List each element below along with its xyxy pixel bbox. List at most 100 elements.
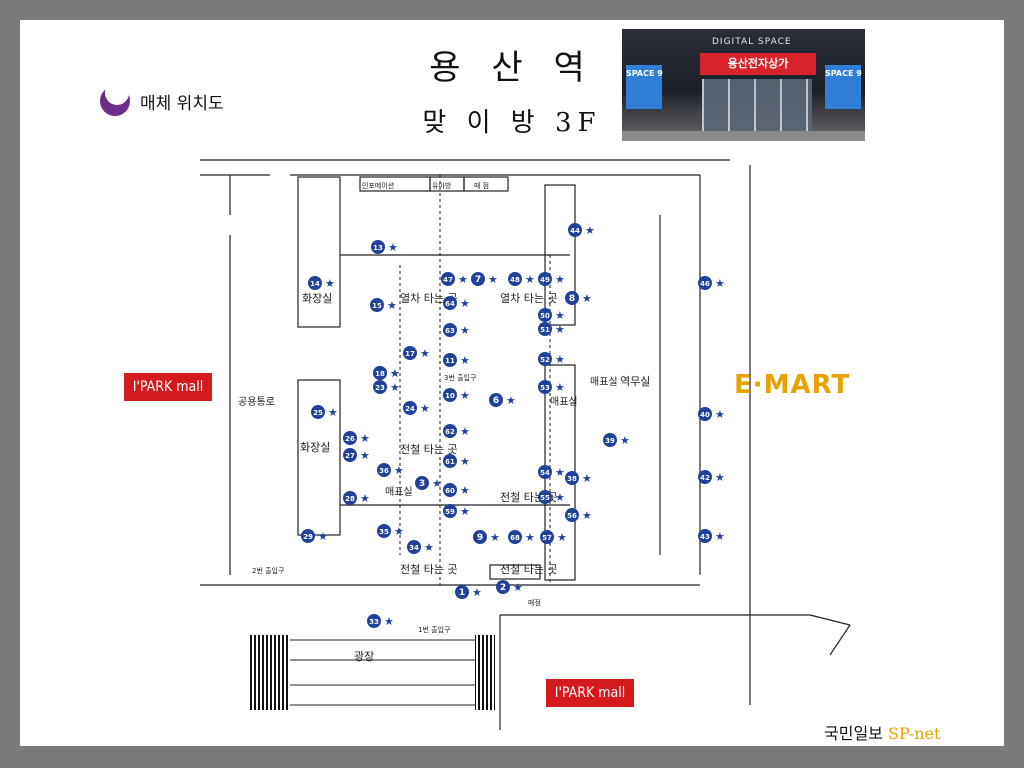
media-marker-63: 63★ xyxy=(443,323,470,337)
star-icon: ★ xyxy=(394,525,404,538)
photo-doors xyxy=(702,79,812,131)
media-marker-label: 61 xyxy=(445,458,455,466)
star-icon: ★ xyxy=(555,323,565,336)
label-station-office: 역무실 xyxy=(620,375,650,388)
star-icon: ★ xyxy=(394,464,404,477)
label-restroom-2: 화장실 xyxy=(300,441,330,454)
legend: 매체 위치도 xyxy=(100,81,224,116)
media-marker-7: 7★ xyxy=(471,272,498,286)
star-icon: ★ xyxy=(460,455,470,468)
map-walls xyxy=(200,159,851,730)
media-marker-label: 42 xyxy=(700,474,710,482)
media-marker-6: 6★ xyxy=(489,393,516,407)
photo-sign-top: DIGITAL SPACE xyxy=(712,37,792,47)
media-marker-29: 29★ xyxy=(301,529,328,543)
label-ticket-1: 매표실 xyxy=(385,486,413,498)
media-marker-40: 40 ★ xyxy=(698,407,725,421)
label-shop-top: 매 점 xyxy=(474,182,489,190)
map-guides xyxy=(399,175,551,585)
media-marker-15: 15 ★ xyxy=(370,298,397,312)
media-marker-3: 3★ xyxy=(415,476,442,490)
media-marker-label: 47 xyxy=(443,276,453,284)
media-marker-38: 38★ xyxy=(565,471,592,485)
label-subway-board-3: 전철 타는 곳 xyxy=(400,563,458,576)
slide-canvas: 용 산 역 맞 이 방 3F 매체 위치도 DIGITAL SPACE 용산전자… xyxy=(20,20,1004,746)
star-icon: ★ xyxy=(555,466,565,479)
star-icon: ★ xyxy=(525,273,535,286)
media-marker-label: 46 xyxy=(700,280,710,288)
star-icon: ★ xyxy=(715,277,725,290)
star-icon: ★ xyxy=(472,586,482,599)
media-marker-label: 56 xyxy=(567,512,577,520)
media-marker-label: 24 xyxy=(405,405,415,413)
star-icon: ★ xyxy=(420,402,430,415)
media-marker-label: 57 xyxy=(542,534,552,542)
photo-floor xyxy=(622,131,865,141)
entrance-photo: DIGITAL SPACE 용산전자상가 SPACE 9 SPACE 9 xyxy=(622,29,865,141)
media-marker-label: 59 xyxy=(445,508,455,516)
page-subtitle: 맞 이 방 3F xyxy=(422,108,602,138)
star-icon: ★ xyxy=(460,324,470,337)
media-marker-64: 64 ★ xyxy=(443,296,470,310)
star-icon: ★ xyxy=(460,484,470,497)
media-marker-label: 15 xyxy=(372,302,382,310)
media-marker-label: 50 xyxy=(540,312,550,320)
star-icon: ★ xyxy=(488,273,498,286)
media-marker-51: 51★ xyxy=(538,322,565,336)
media-marker-34: 34★ xyxy=(407,540,434,554)
media-marker-50: 50 ★ xyxy=(538,308,565,322)
label-exit-1: 1번 출입구 xyxy=(418,625,451,634)
media-marker-label: 40 xyxy=(700,411,710,419)
photo-side-sign-right: SPACE 9 xyxy=(825,65,862,109)
star-icon: ★ xyxy=(360,449,370,462)
media-marker-label: 27 xyxy=(345,452,355,460)
media-marker-54: 54★ xyxy=(538,465,565,479)
media-marker-label: 10 xyxy=(445,392,455,400)
credit-name: 국민일보 xyxy=(824,724,883,743)
media-marker-label: 18 xyxy=(375,370,385,378)
label-subway-board-1: 전철 타는 곳 xyxy=(400,443,458,456)
media-marker-9: 9★ xyxy=(473,530,500,544)
ipark-mall-logo-bottom: I'PARK mall xyxy=(546,679,634,707)
star-icon: ★ xyxy=(555,309,565,322)
media-marker-36: 36★ xyxy=(377,463,404,477)
media-marker-43: 43★ xyxy=(698,529,725,543)
media-marker-39: 39★ xyxy=(603,433,630,447)
media-marker-label: 13 xyxy=(373,244,383,252)
media-marker-27: 27 ★ xyxy=(343,448,370,462)
media-marker-label: 33 xyxy=(369,618,379,626)
media-marker-47: 47 ★ xyxy=(441,272,468,286)
credit: 국민일보 SP-net xyxy=(824,720,940,744)
media-marker-25: 25★ xyxy=(311,405,338,419)
star-icon: ★ xyxy=(387,299,397,312)
credit-brand: SP-net xyxy=(887,724,941,743)
media-marker-1: 1★ xyxy=(455,585,482,599)
media-marker-52: 52★ xyxy=(538,352,565,366)
media-marker-label: 8 xyxy=(569,294,575,304)
media-marker-label: 64 xyxy=(445,300,455,308)
star-icon: ★ xyxy=(582,292,592,305)
star-icon: ★ xyxy=(555,491,565,504)
media-marker-label: 29 xyxy=(303,533,313,541)
media-marker-label: 38 xyxy=(567,475,577,483)
media-marker-42: 42 ★ xyxy=(698,470,725,484)
media-marker-label: 17 xyxy=(405,350,415,358)
star-icon: ★ xyxy=(715,471,725,484)
star-icon: ★ xyxy=(460,297,470,310)
media-marker-10: 10★ xyxy=(443,388,470,402)
star-icon: ★ xyxy=(328,406,338,419)
media-marker-label: 60 xyxy=(445,487,455,495)
emart-logo: E·MART xyxy=(734,370,851,400)
star-icon: ★ xyxy=(557,531,567,544)
media-marker-61: 61 ★ xyxy=(443,454,470,468)
media-marker-24: 24 ★ xyxy=(403,401,430,415)
media-marker-14: 14★ xyxy=(308,276,335,290)
media-marker-60: 60 ★ xyxy=(443,483,470,497)
label-restroom-1: 화장실 xyxy=(302,292,332,305)
media-markers: 1★2★3★6★7★8★9★10★11★13★14★15★16★17★18★23… xyxy=(301,223,725,628)
star-icon: ★ xyxy=(715,408,725,421)
star-icon: ★ xyxy=(458,273,468,286)
media-marker-46: 46 ★ xyxy=(698,276,725,290)
star-icon: ★ xyxy=(390,367,400,380)
star-icon: ★ xyxy=(325,277,335,290)
